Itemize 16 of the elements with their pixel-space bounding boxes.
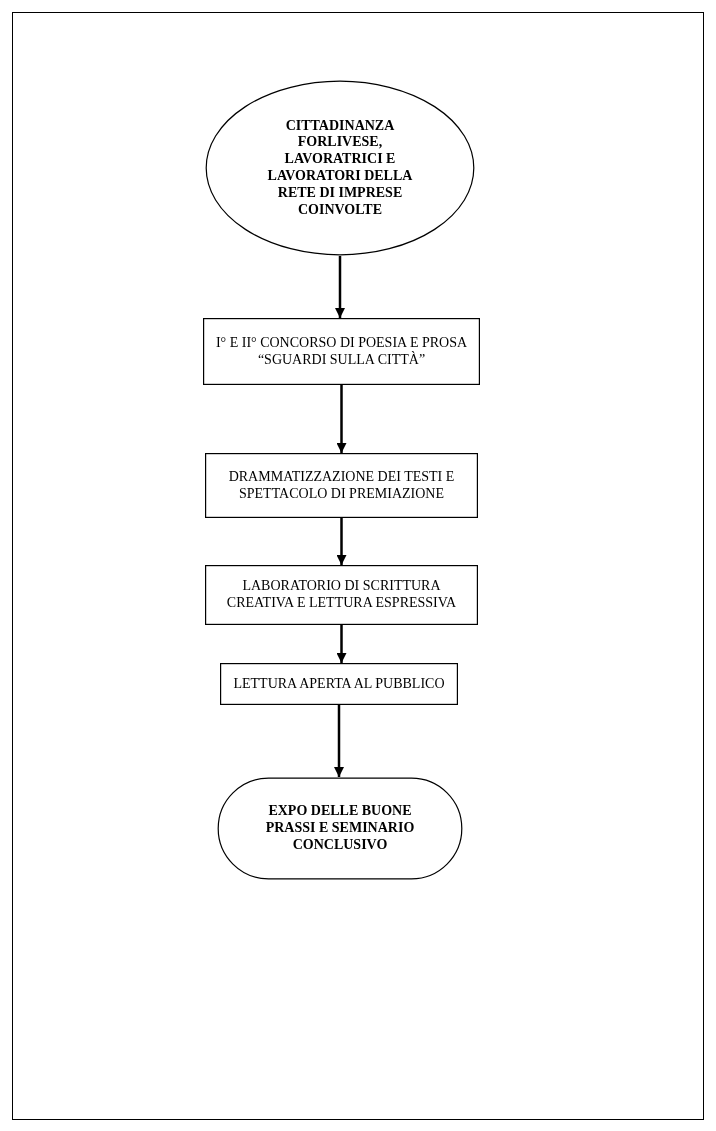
node-text: CITTADINANZA FORLIVESE, LAVORATRICI E LAVORATORI DELLA RETE DI IMPRESE COINVOLTE <box>266 117 414 219</box>
arrow <box>335 256 345 318</box>
arrow <box>334 705 344 777</box>
process-box <box>203 318 480 385</box>
node-text: LABORATORIO DI SCRITTURA CREATIVA E LETTURA ESPRESSIVA <box>225 578 458 612</box>
start-ellipse <box>205 80 475 256</box>
node-text: EXPO DELLE BUONE PRASSI E SEMINARIO CONCLUSIVO <box>264 803 416 854</box>
process-box <box>220 663 458 705</box>
arrow <box>336 385 347 453</box>
arrow <box>336 518 347 565</box>
process-box <box>205 565 478 625</box>
process-box <box>205 453 478 518</box>
node-text: DRAMMATIZZAZIONE DEI TESTI E SPETTACOLO DI PREMIAZIONE <box>227 468 456 503</box>
arrow <box>336 625 347 663</box>
node-text: I° E II° CONCORSO DI POESIA E PROSA “SGUARDI SULLA CITTÀ” <box>214 334 469 369</box>
node-text: LETTURA APERTA AL PUBBLICO <box>233 675 445 693</box>
